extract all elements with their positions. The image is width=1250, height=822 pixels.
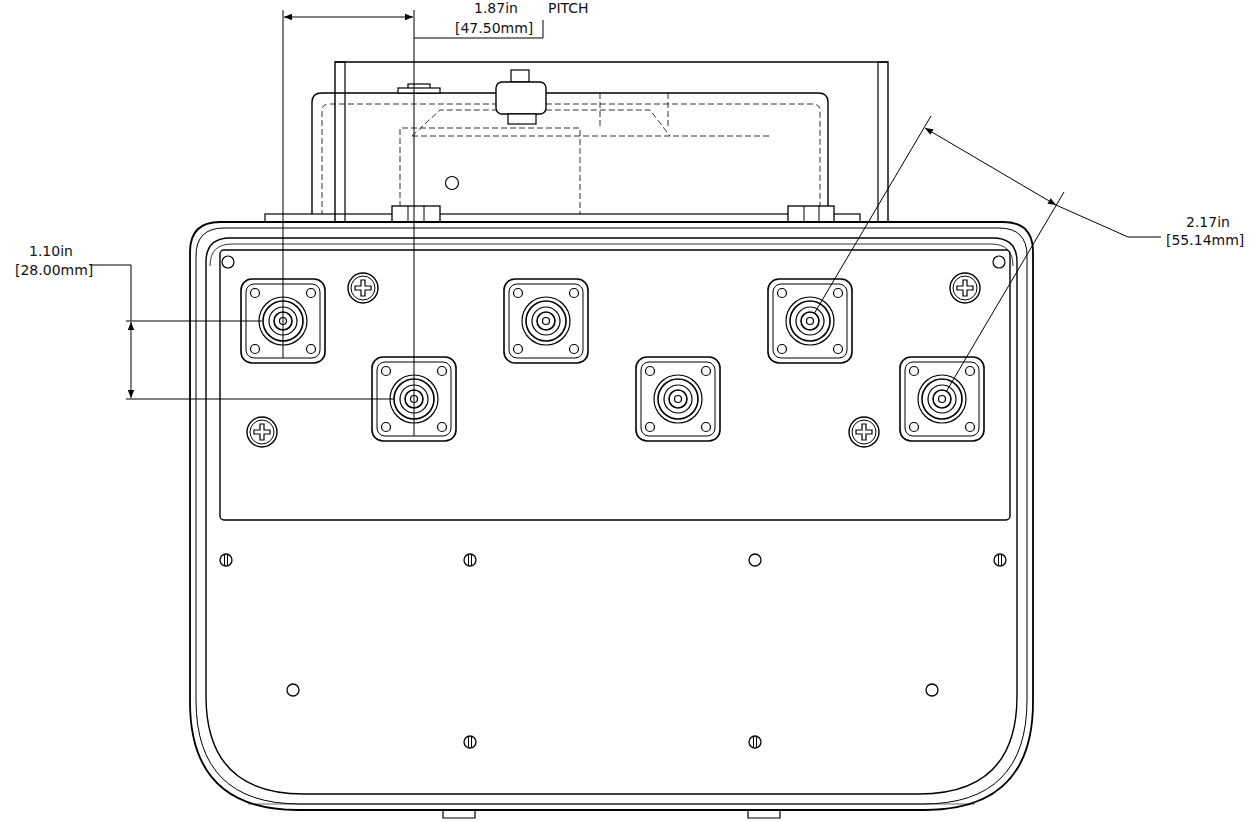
dimension-lines: [90, 10, 1161, 436]
dimension-label: 1.10in: [29, 243, 73, 259]
screws: [247, 273, 980, 447]
dimension-label: [55.14mm]: [1166, 232, 1244, 248]
rf-connector: [900, 357, 984, 441]
connectors: [241, 279, 984, 441]
hole: [749, 554, 761, 566]
dimension-label: PITCH: [548, 0, 589, 16]
dimension-label: 2.17in: [1186, 214, 1230, 230]
screw: [348, 273, 378, 303]
screw: [849, 417, 879, 447]
holes: [220, 554, 1006, 748]
dimension-label: [28.00mm]: [15, 262, 93, 278]
rf-connector: [504, 279, 588, 363]
antenna-housing: [190, 222, 1033, 818]
hole: [220, 554, 232, 566]
rf-connector: [636, 357, 720, 441]
dimension-label: [47.50mm]: [455, 20, 533, 36]
mount-assembly: [265, 62, 888, 236]
rf-connector: [768, 279, 852, 363]
hole: [287, 684, 299, 696]
hole: [994, 554, 1006, 566]
hole: [926, 684, 938, 696]
hole: [464, 554, 476, 566]
screw: [247, 417, 277, 447]
hole: [749, 736, 761, 748]
screw: [950, 273, 980, 303]
hole: [464, 736, 476, 748]
dimension-label: 1.87in: [474, 0, 518, 16]
